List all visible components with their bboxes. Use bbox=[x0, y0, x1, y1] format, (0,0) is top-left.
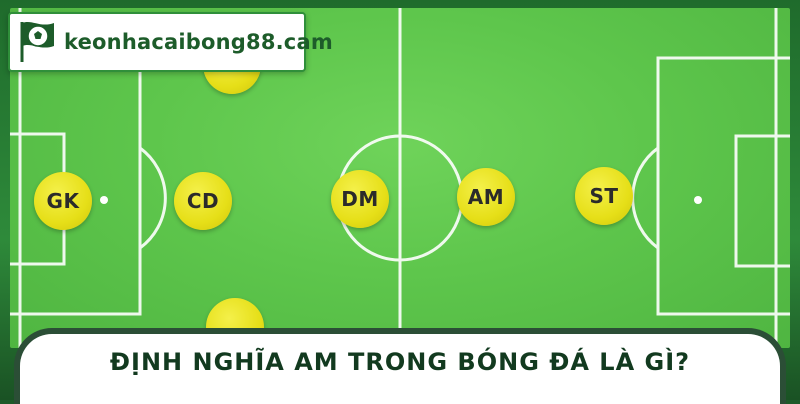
title-banner: ĐỊNH NGHĨA AM TRONG BÓNG ĐÁ LÀ GÌ? bbox=[0, 320, 800, 404]
player-marker-st: ST bbox=[575, 167, 633, 225]
player-marker-gk: GK bbox=[34, 172, 92, 230]
left-penalty-arc bbox=[139, 146, 167, 250]
player-label: GK bbox=[46, 189, 80, 213]
left-penalty-spot bbox=[100, 196, 108, 204]
right-penalty-spot bbox=[694, 196, 702, 204]
site-logo[interactable]: keonhacaibong88.cam bbox=[8, 12, 333, 72]
player-label: ST bbox=[589, 184, 619, 208]
title-banner-box: ĐỊNH NGHĨA AM TRONG BÓNG ĐÁ LÀ GÌ? bbox=[14, 328, 786, 404]
right-penalty-area bbox=[656, 56, 790, 316]
flag-soccer-ball-icon bbox=[18, 20, 58, 64]
player-label: AM bbox=[467, 185, 505, 209]
right-goal-area bbox=[734, 134, 790, 268]
page-title: ĐỊNH NGHĨA AM TRONG BÓNG ĐÁ LÀ GÌ? bbox=[109, 348, 691, 376]
right-penalty-arc bbox=[631, 146, 659, 250]
player-marker-dm: DM bbox=[331, 170, 389, 228]
player-label: CD bbox=[186, 189, 220, 213]
player-marker-am: AM bbox=[457, 168, 515, 226]
player-marker-cd: CD bbox=[174, 172, 232, 230]
player-label: DM bbox=[341, 187, 379, 211]
logo-text: keonhacaibong88.cam bbox=[64, 30, 333, 54]
